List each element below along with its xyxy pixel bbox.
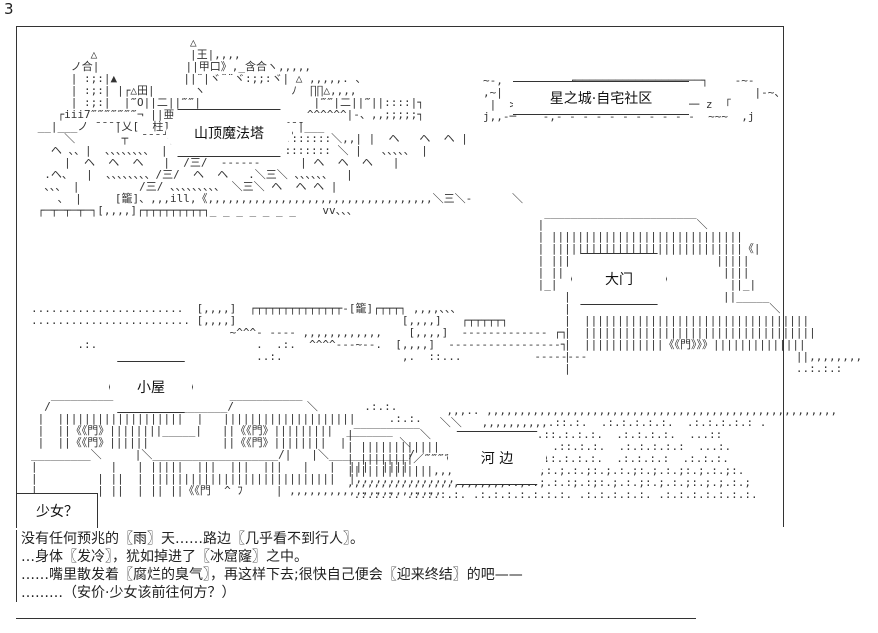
map-frame: △ △ |王|,,,, ノ合| ||甲口》,_含合ヽ,,,,, | :;:|▲ … xyxy=(16,26,862,528)
gate-art: _______________________ | ＼ | ||||||||||… xyxy=(537,206,863,375)
page-number: 3 xyxy=(4,0,14,18)
riverside-label[interactable]: 河 边 xyxy=(447,431,547,485)
river-art: ,,,.. ,,,,,,,,,,,,,,,,,,,,,,,,,,,,,,,,,,… xyxy=(347,404,838,501)
hut-art: __________ ___________ / ＼______________… xyxy=(31,388,495,497)
narrative-line-1: 没有任何预兆的〖雨〗天……路边〖几乎看不到行人〗。 xyxy=(21,531,364,547)
narrative-box: 没有任何预兆的〖雨〗天……路边〖几乎看不到行人〗。 …身体〖发冷〗，犹如掉进了〖… xyxy=(16,530,716,602)
narrative-line-4: ………（安价·少女该前往何方？） xyxy=(21,585,236,601)
mountain-tower-label[interactable]: 山顶魔法塔 xyxy=(165,109,293,157)
narrative-line-3: ……嘴里散发着〖腐烂的臭气〗，再这样下去;很快自己便会〖迎来终结〗的吧—— xyxy=(21,567,523,583)
mountain-art: △ △ |王|,,,, ノ合| ||甲口》,_含合ヽ,,,,, | :;:|▲ … xyxy=(37,36,523,217)
hut-label[interactable]: 小屋 xyxy=(109,361,193,413)
field-lines-art: ....................... [,,,,] ┌┬┬┬┬┬┬┬┬… xyxy=(31,302,588,363)
bottom-rule xyxy=(16,618,696,619)
gate-label[interactable]: 大门 xyxy=(571,253,667,305)
narrative-line-2: …身体〖发冷〗，犹如掉进了〖冰窟窿〗之中。 xyxy=(21,549,308,565)
star-castle-label[interactable]: 星之城·自宅社区 xyxy=(513,81,689,115)
girl-label[interactable]: 少女？ xyxy=(16,493,98,528)
